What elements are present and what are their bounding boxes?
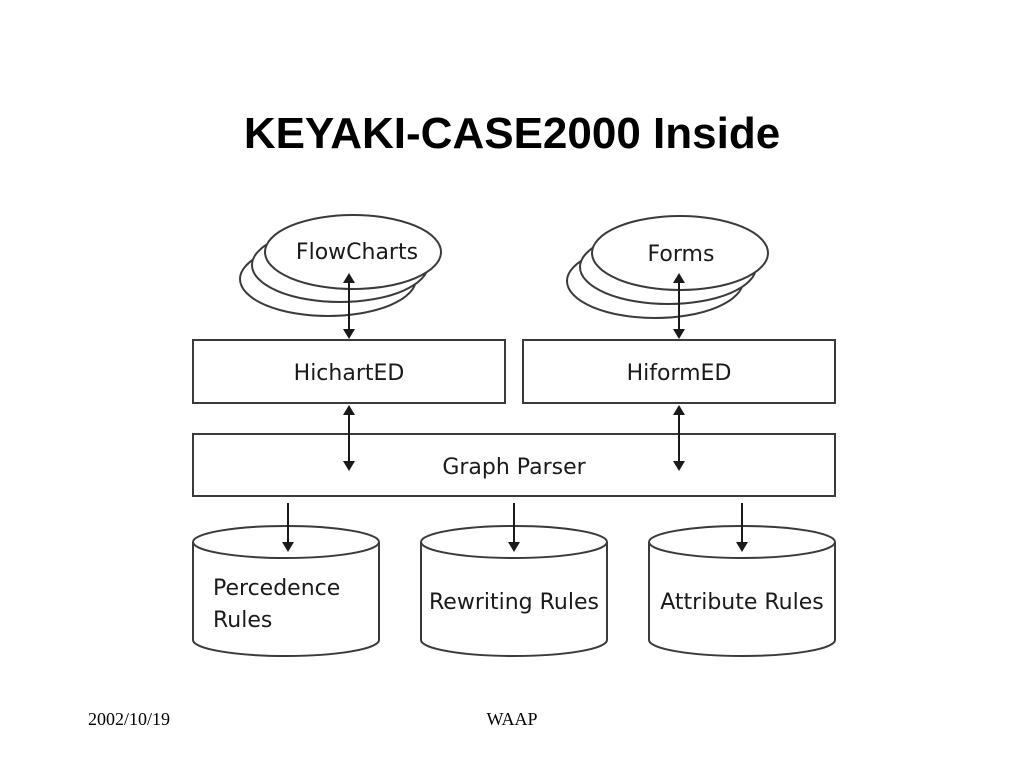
footer-date: 2002/10/19 bbox=[88, 709, 171, 729]
graph-parser-box bbox=[192, 433, 836, 497]
slide-title: KEYAKI-CASE2000 Inside bbox=[243, 109, 781, 158]
hiform-editor-label: HiformED bbox=[627, 361, 732, 386]
precedence-rules-label-line1: Percedence bbox=[213, 576, 340, 601]
precedence-rules-label-line2: Rules bbox=[213, 608, 272, 633]
attribute-rules-label: Attribute Rules bbox=[660, 590, 824, 615]
graph-parser-label: Graph Parser bbox=[442, 455, 586, 480]
flowcharts-document-stack bbox=[239, 214, 442, 317]
forms-label: Forms bbox=[648, 242, 715, 267]
forms-document-stack bbox=[566, 215, 769, 319]
footer-center-text: WAAP bbox=[486, 709, 538, 729]
hichart-editor-box bbox=[192, 339, 506, 404]
rewriting-rules-label: Rewriting Rules bbox=[429, 590, 599, 615]
hiform-editor-box bbox=[522, 339, 836, 404]
hichart-editor-label: HichartED bbox=[294, 361, 405, 386]
architecture-diagram: FlowCharts Forms HichartED HiformED Grap… bbox=[192, 214, 836, 657]
flowcharts-label: FlowCharts bbox=[296, 240, 418, 265]
